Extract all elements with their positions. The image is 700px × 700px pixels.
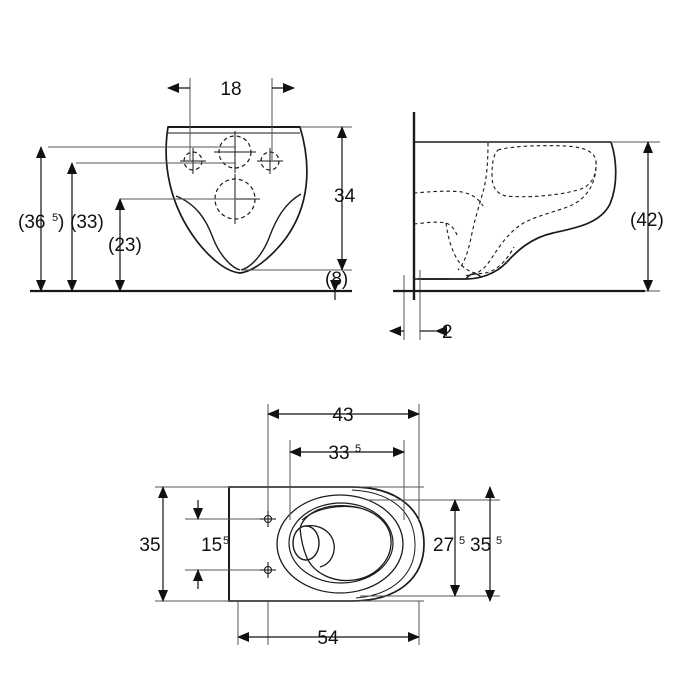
dim-label-2: 2 (442, 322, 453, 343)
front-view-hidden-detail (183, 135, 280, 220)
dim-label-15-5: 15 (201, 535, 222, 556)
dim-label-27-5-sup: 5 (459, 535, 465, 547)
dim-label-43: 43 (332, 405, 353, 426)
dim-label-33-5: 33 (328, 443, 349, 464)
dim-35-left: 35 (139, 486, 168, 602)
dim-36-5: (36 5 ) (18, 146, 64, 292)
dim-label-42: (42) (630, 210, 664, 231)
dim-label-35-5-sup: 5 (496, 535, 502, 547)
plan-extension-lines (155, 404, 500, 645)
plan-view-geometry (228, 486, 425, 602)
dim-18: 18 (167, 79, 295, 100)
dim-label-36-close: ) (58, 212, 64, 233)
side-view-geometry (412, 112, 617, 300)
dim-33-5: 33 5 (289, 443, 405, 464)
dim-54: 54 (237, 601, 420, 649)
dim-label-54: 54 (317, 628, 339, 649)
dim-label-15-5-sup: 5 (223, 535, 229, 547)
plan-mounting-marks (260, 511, 276, 578)
dim-8: (8) (325, 269, 348, 300)
dim-label-35-5: 35 (470, 535, 491, 556)
dim-42: (42) (630, 141, 664, 292)
dim-2: 2 (389, 322, 453, 343)
dim-label-36: (36 (18, 212, 45, 233)
dim-label-33: (33) (70, 212, 104, 233)
side-view-hidden-detail (413, 142, 597, 276)
dim-23: (23) (108, 198, 142, 292)
dim-label-23: (23) (108, 235, 142, 256)
dim-34: 34 (334, 126, 356, 271)
dim-43: 43 (267, 405, 420, 426)
dim-27-5: 27 5 (433, 499, 465, 597)
front-view-geometry (165, 126, 308, 274)
dim-label-27-5: 27 (433, 535, 454, 556)
dim-33: (33) (67, 162, 104, 292)
dim-label-34: 34 (334, 186, 356, 207)
dim-label-18: 18 (220, 79, 241, 100)
front-view-centermarks (180, 131, 283, 224)
dim-label-36-sup: 5 (52, 212, 58, 224)
dim-label-35-left: 35 (139, 535, 160, 556)
dim-label-33-5-sup: 5 (355, 443, 361, 455)
dim-35-5-right: 35 5 (470, 486, 502, 602)
dim-label-8: (8) (325, 269, 348, 290)
front-extension-lines (48, 78, 352, 271)
dim-15-5: 15 5 (193, 500, 229, 589)
